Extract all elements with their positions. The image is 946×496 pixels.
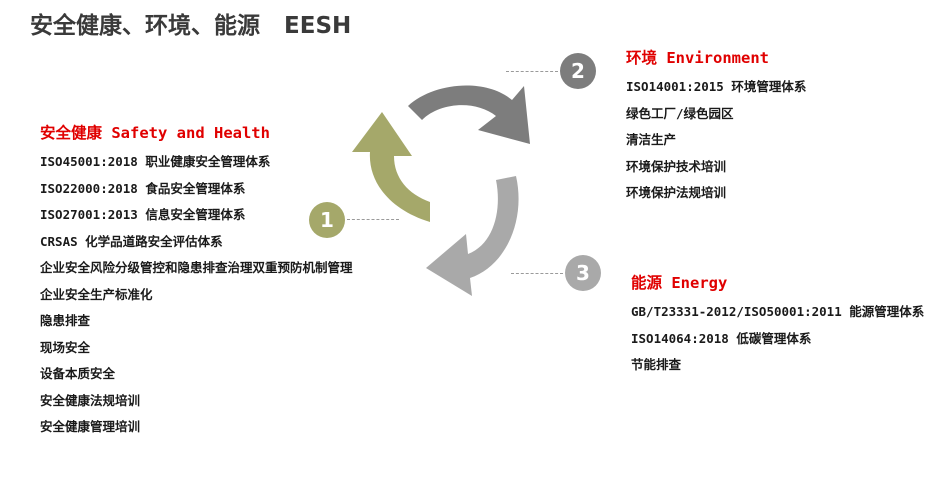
safety-section: 安全健康 Safety and Health ISO45001:2018 职业健… [40,121,353,441]
environment-section-title: 环境 Environment [626,49,769,67]
safety-item: 安全健康管理培训 [40,419,141,434]
environment-item: 清洁生产 [626,132,677,147]
connector-line-3 [511,273,563,274]
connector-line-1 [347,219,399,220]
safety-item: 现场安全 [40,339,91,355]
safety-arrow-icon [352,112,430,222]
step-badge-3: 3 [565,255,601,291]
energy-arrow-icon [426,176,519,296]
safety-item: 企业安全风险分级管控和隐患排查治理双重预防机制管理 [40,260,353,275]
connector-line-2 [506,71,558,72]
environment-section: 环境 Environment ISO14001:2015 环境管理体系 绿色工厂… [626,46,806,207]
safety-item: ISO27001:2013 信息安全管理体系 [40,207,246,222]
energy-section: 能源 Energy GB/T23331-2012/ISO50001:2011 能… [631,271,924,379]
step-badge-1: 1 [309,202,345,238]
environment-item: ISO14001:2015 环境管理体系 [626,79,807,94]
safety-item: CRSAS 化学品道路安全评估体系 [40,233,223,249]
energy-item: 节能排查 [631,357,682,372]
environment-item: 绿色工厂/绿色园区 [626,105,734,121]
environment-item: 环境保护技术培训 [626,158,727,174]
environment-item: 环境保护法规培训 [626,185,727,200]
energy-section-title: 能源 Energy [631,274,728,292]
cycle-arrows-graphic [352,85,530,296]
safety-item: 设备本质安全 [40,366,116,381]
environment-arrow-icon [408,85,530,144]
safety-item: 企业安全生产标准化 [40,286,153,302]
safety-item: ISO45001:2018 职业健康安全管理体系 [40,154,271,169]
step-badge-2: 2 [560,53,596,89]
safety-item: ISO22000:2018 食品安全管理体系 [40,180,246,196]
energy-item: GB/T23331-2012/ISO50001:2011 能源管理体系 [631,304,925,319]
safety-item: 隐患排查 [40,313,91,328]
energy-item: ISO14064:2018 低碳管理体系 [631,330,812,346]
safety-item: 安全健康法规培训 [40,392,141,408]
page-title: 安全健康、环境、能源 EESH [30,13,352,39]
safety-section-title: 安全健康 Safety and Health [40,124,270,142]
